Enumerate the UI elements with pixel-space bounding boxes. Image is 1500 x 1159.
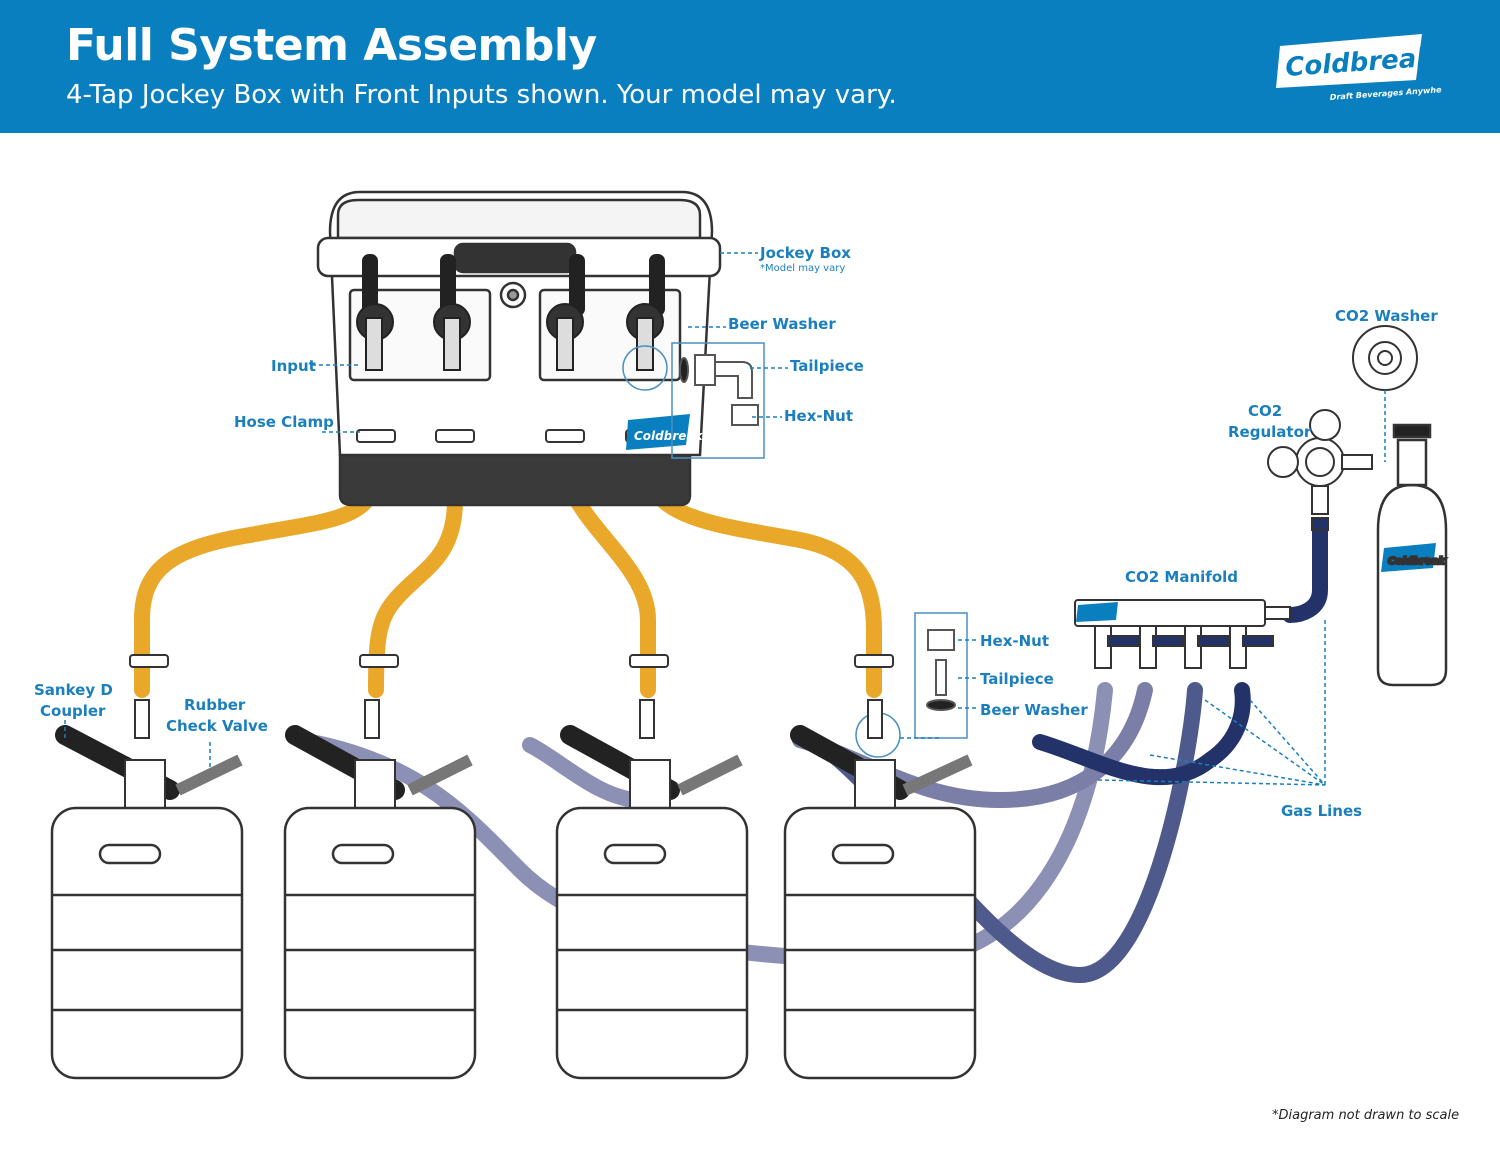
label-tailpiece-bottom: Tailpiece xyxy=(980,670,1054,688)
label-co2-washer: CO2 Washer xyxy=(1335,307,1438,325)
label-co2-manifold: CO2 Manifold xyxy=(1125,568,1238,586)
header-banner: Full System Assembly 4-Tap Jockey Box wi… xyxy=(0,0,1500,133)
top-fitting-detail xyxy=(622,342,765,459)
kegs xyxy=(50,806,977,1080)
label-hex-nut-bottom: Hex-Nut xyxy=(980,632,1049,650)
box-decal: Coldbreak xyxy=(626,414,703,450)
assembly-diagram: Coldbreak Coldbreak xyxy=(34,190,1448,1080)
label-beer-washer-bottom: Beer Washer xyxy=(980,701,1088,719)
co2-tank: Coldbreak xyxy=(1376,423,1448,687)
coldbreak-logo: Coldbreak Draft Beverages Anywhere xyxy=(1276,34,1442,102)
couplers xyxy=(55,654,973,816)
label-tailpiece-top: Tailpiece xyxy=(790,357,864,375)
label-check-valve-line1: Rubber xyxy=(184,696,246,714)
co2-regulator xyxy=(1267,409,1373,531)
label-input: Input xyxy=(271,357,316,375)
page-subtitle: 4-Tap Jockey Box with Front Inputs shown… xyxy=(66,80,897,110)
hose-clamps-top xyxy=(356,429,665,443)
svg-text:Coldbreak: Coldbreak xyxy=(1388,556,1446,567)
label-co2-regulator-line1: CO2 xyxy=(1248,402,1282,420)
label-hose-clamp: Hose Clamp xyxy=(234,413,334,431)
co2-washer xyxy=(1352,325,1418,391)
svg-text:Coldbreak: Coldbreak xyxy=(634,429,703,443)
label-check-valve-line2: Check Valve xyxy=(166,717,268,735)
label-beer-washer-top: Beer Washer xyxy=(728,315,836,333)
bottom-fitting-detail xyxy=(855,612,968,758)
label-jockey-box: Jockey Box xyxy=(759,244,851,262)
footnote: *Diagram not drawn to scale xyxy=(1272,1108,1460,1123)
leader-lines xyxy=(64,252,1386,786)
label-jockey-box-note: *Model may vary xyxy=(760,263,845,274)
label-hex-nut-top: Hex-Nut xyxy=(784,407,853,425)
label-gas-lines: Gas Lines xyxy=(1281,802,1362,820)
co2-manifold xyxy=(1074,599,1291,669)
label-sankey-line1: Sankey D xyxy=(34,681,113,699)
label-sankey-line2: Coupler xyxy=(40,702,106,720)
svg-text:Draft Beverages Anywhere: Draft Beverages Anywhere xyxy=(1330,85,1442,102)
page-title: Full System Assembly xyxy=(66,20,597,71)
label-co2-regulator-line2: Regulator xyxy=(1228,423,1312,441)
faucets xyxy=(356,254,665,371)
